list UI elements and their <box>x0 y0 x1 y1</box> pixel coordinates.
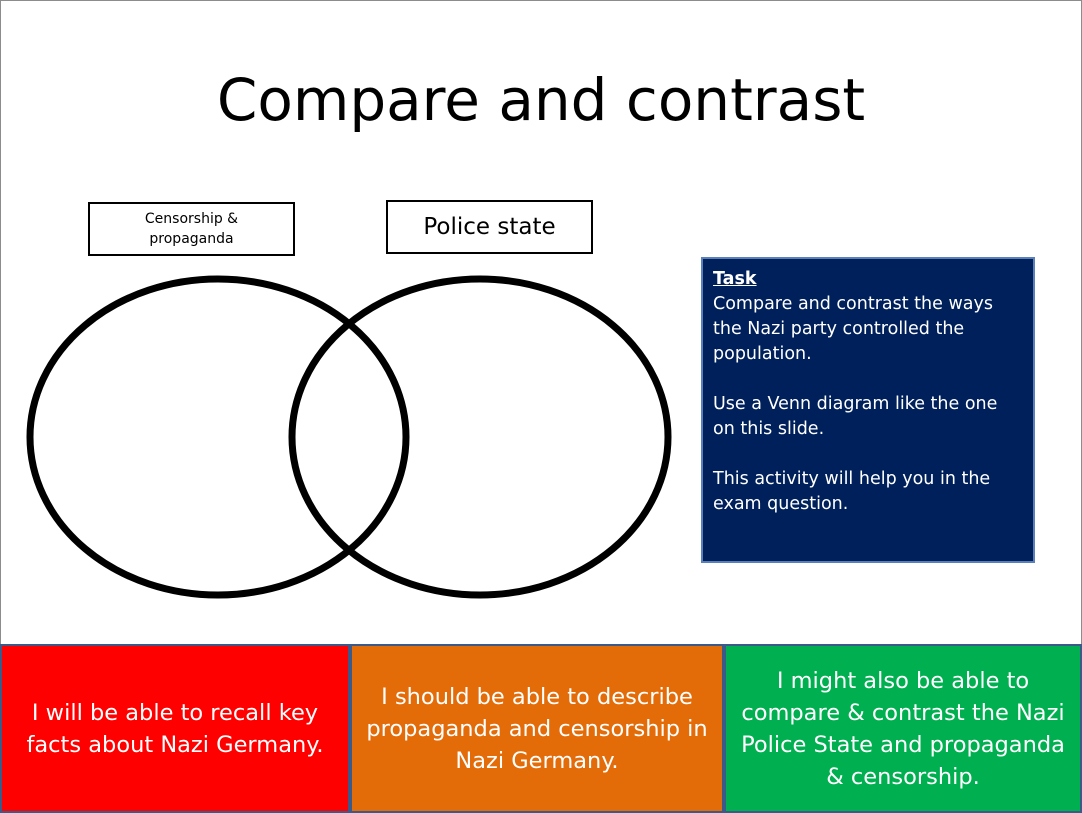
task-venn-instruction: Use a Venn diagram like the one on this … <box>713 394 998 439</box>
venn-label-police-state: Police state <box>386 200 593 254</box>
outcome-will: I will be able to recall key facts about… <box>0 644 350 813</box>
outcome-will-text: I will be able to recall key facts about… <box>26 699 324 758</box>
outcome-might-text: I might also be able to compare & contra… <box>741 667 1065 790</box>
venn-label-censorship: Censorship & propaganda <box>88 202 295 256</box>
task-box: Task Compare and contrast the ways the N… <box>701 257 1035 563</box>
task-instruction: Compare and contrast the ways the Nazi p… <box>713 294 993 364</box>
outcome-should-text: I should be able to describe propaganda … <box>366 683 708 774</box>
outcome-should: I should be able to describe propaganda … <box>350 644 724 813</box>
slide-title: Compare and contrast <box>216 66 866 134</box>
task-exam-note: This activity will help you in the exam … <box>713 469 991 514</box>
task-heading: Task <box>713 269 757 289</box>
outcome-might: I might also be able to compare & contra… <box>724 644 1082 813</box>
task-spacer <box>713 442 1023 467</box>
task-spacer <box>713 367 1023 392</box>
